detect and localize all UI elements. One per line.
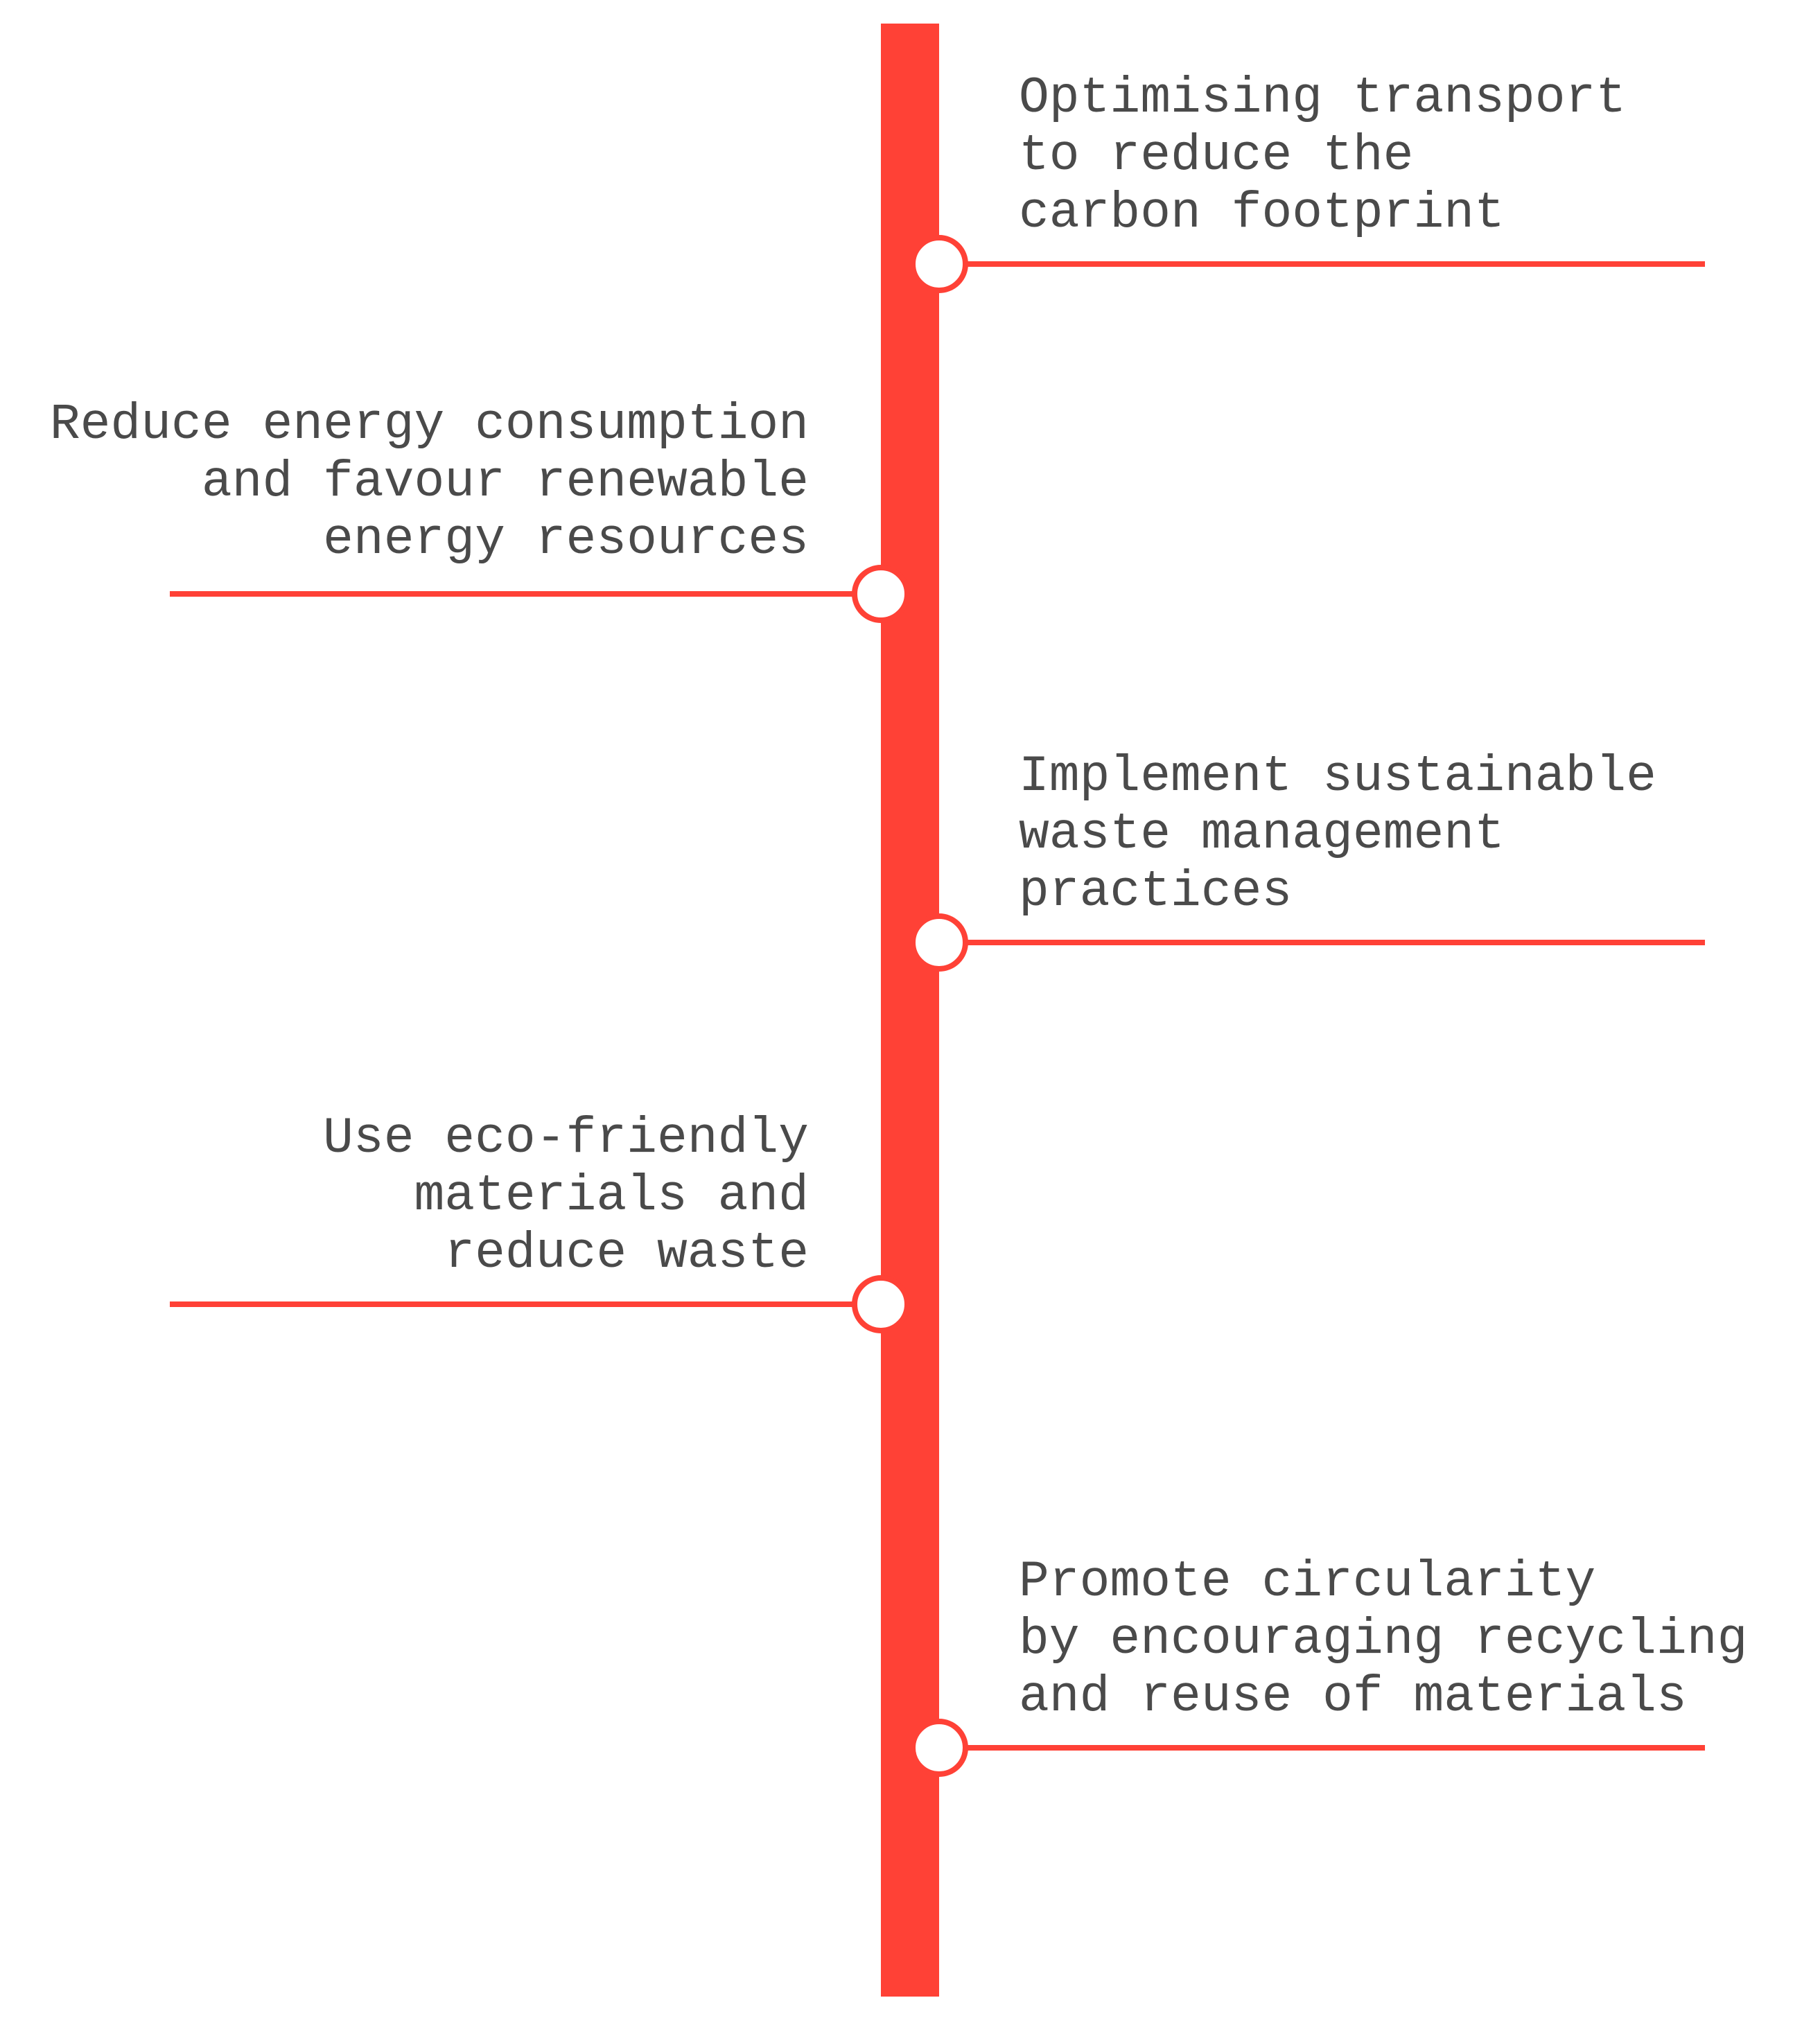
- timeline-item-circularity: Promote circularity by encouraging recyc…: [1019, 1553, 1747, 1726]
- timeline-item-waste-management: Implement sustainable waste management p…: [1019, 748, 1656, 920]
- timeline-item-energy: Reduce energy consumption and favour ren…: [50, 396, 809, 568]
- item-line: practices: [1019, 863, 1293, 920]
- timeline-node-1: [910, 235, 968, 293]
- timeline-item-transport: Optimising transport to reduce the carbo…: [1019, 69, 1626, 242]
- item-line: energy resources: [323, 511, 809, 568]
- timeline-node-3: [910, 913, 968, 972]
- item-line: carbon footprint: [1019, 184, 1505, 242]
- item-line: and favour renewable: [201, 453, 809, 511]
- item-line: reduce waste: [444, 1225, 809, 1282]
- timeline-node-2: [852, 565, 910, 623]
- item-line: Reduce energy consumption: [49, 396, 809, 453]
- item-line: waste management: [1019, 805, 1505, 863]
- timeline-item-materials: Use eco-friendly materials and reduce wa…: [323, 1110, 809, 1282]
- timeline-spine: [881, 24, 939, 1997]
- item-line: materials and: [414, 1167, 810, 1225]
- timeline-node-5: [910, 1719, 968, 1777]
- item-line: to reduce the: [1019, 127, 1414, 184]
- item-line: by encouraging recycling: [1019, 1611, 1748, 1668]
- timeline-node-4: [852, 1275, 910, 1333]
- item-line: and reuse of materials: [1019, 1668, 1687, 1726]
- item-line: Use eco-friendly: [323, 1110, 809, 1167]
- item-line: Optimising transport: [1019, 69, 1627, 127]
- item-line: Implement sustainable: [1019, 748, 1656, 805]
- item-line: Promote circularity: [1019, 1553, 1596, 1611]
